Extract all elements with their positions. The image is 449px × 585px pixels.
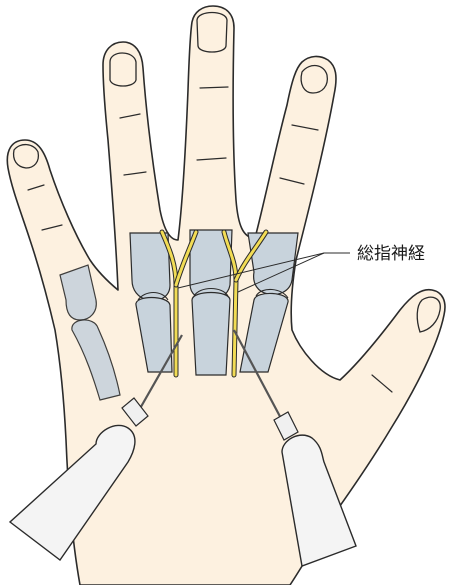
index-nail — [301, 66, 327, 93]
nerve-label: 総指神経 — [357, 244, 425, 264]
middle-nail — [197, 13, 227, 53]
ring-nail — [110, 53, 136, 86]
metacarpal-bones — [130, 230, 298, 375]
little-nail — [14, 145, 39, 168]
